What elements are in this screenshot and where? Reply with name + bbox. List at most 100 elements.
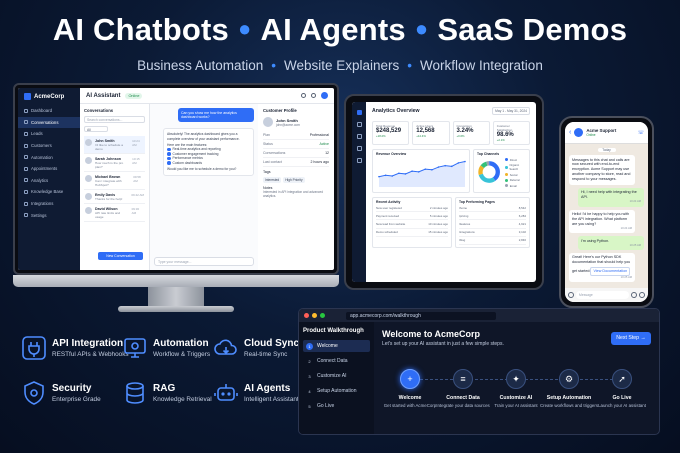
minimize-window-button[interactable] bbox=[312, 313, 317, 318]
sidebar-item[interactable]: Dashboard bbox=[18, 105, 80, 117]
date-range-picker[interactable]: May 1 - May 31, 2024 bbox=[492, 107, 530, 115]
sidebar-item[interactable]: Customers bbox=[18, 140, 80, 152]
legend-label: Organic Search bbox=[509, 163, 520, 172]
chart-icon[interactable] bbox=[356, 146, 362, 151]
step-number: 5 bbox=[308, 403, 311, 409]
monitor-chin bbox=[13, 275, 339, 287]
sidebar-item[interactable]: Leads bbox=[18, 128, 80, 140]
search-input[interactable]: Search conversations... bbox=[84, 116, 145, 123]
kpi-label: Customer Satisfaction bbox=[496, 124, 513, 132]
avatar[interactable] bbox=[321, 92, 328, 99]
nav-icon bbox=[24, 143, 28, 148]
sidebar-item-label: Dashboard bbox=[31, 108, 53, 114]
sidebar-item[interactable]: Automation bbox=[18, 151, 80, 163]
message-input[interactable]: Message bbox=[576, 291, 629, 299]
kpi-label: Conversion bbox=[456, 124, 472, 128]
page-views: 4,921 bbox=[518, 221, 526, 226]
mic-icon[interactable] bbox=[639, 292, 645, 298]
conversation-name: Sarah Johnson bbox=[95, 156, 121, 161]
call-icon[interactable]: ☏ bbox=[637, 129, 644, 136]
documentation-link[interactable]: View Documentation bbox=[590, 267, 631, 277]
flow-step-desc: Get started with AcmeCorp bbox=[383, 403, 437, 408]
feature-subtitle: Enterprise Grade bbox=[52, 396, 101, 403]
feature-title: Cloud Sync bbox=[244, 338, 300, 349]
nav-icon bbox=[24, 178, 28, 183]
add-icon[interactable] bbox=[568, 292, 574, 298]
maximize-window-button[interactable] bbox=[320, 313, 325, 318]
camera-icon[interactable] bbox=[631, 292, 637, 298]
avatar bbox=[85, 174, 92, 182]
nav-icon bbox=[24, 155, 28, 160]
address-bar[interactable]: app.acmecorp.com/walkthrough bbox=[346, 311, 496, 320]
settings-icon[interactable] bbox=[356, 158, 362, 163]
legend-swatch bbox=[505, 158, 509, 162]
message-text: Messages to this chat and calls are now … bbox=[572, 157, 631, 182]
check-icon bbox=[167, 152, 171, 156]
subheadline-part: Workflow Integration bbox=[420, 58, 543, 73]
back-icon[interactable]: ‹ bbox=[569, 129, 572, 136]
sidebar-item[interactable]: Settings bbox=[18, 209, 80, 221]
step-label: Customize AI bbox=[317, 373, 347, 379]
next-step-button[interactable]: Next Step → bbox=[611, 332, 651, 345]
monitor-base bbox=[118, 306, 234, 312]
customer-profile-panel: Customer Profile John Smith john@acme.co… bbox=[258, 104, 334, 270]
users-icon[interactable] bbox=[356, 134, 362, 139]
kpi-value: 98.6% bbox=[496, 132, 514, 138]
chat-panel: Can you show me how the analytics dashbo… bbox=[150, 104, 258, 270]
revenue-point bbox=[464, 160, 466, 163]
sidebar-item[interactable]: Conversations bbox=[18, 116, 80, 129]
contact-name: Acme Support bbox=[586, 128, 617, 133]
feature-subtitle: RESTful APIs & Webhooks bbox=[52, 351, 129, 358]
nav-icon bbox=[24, 166, 28, 171]
brand-name: AcmeCorp bbox=[34, 93, 65, 100]
close-window-button[interactable] bbox=[304, 313, 309, 318]
sidebar-item[interactable]: Knowledge Base bbox=[18, 186, 80, 198]
settings-icon[interactable] bbox=[311, 93, 316, 98]
revenue-line bbox=[378, 161, 466, 178]
sidebar-item[interactable]: Integrations bbox=[18, 198, 80, 210]
message-input[interactable]: Type your message... bbox=[154, 257, 254, 266]
new-conversation-button[interactable]: New Conversation bbox=[98, 252, 143, 260]
revenue-point bbox=[411, 170, 413, 172]
notification-icon[interactable] bbox=[301, 93, 306, 98]
nav-icon bbox=[24, 131, 28, 136]
notes-label: Notes bbox=[263, 186, 273, 190]
subheadline-part: Business Automation bbox=[137, 58, 264, 73]
filter-select[interactable]: All bbox=[84, 126, 108, 132]
chat-icon[interactable] bbox=[356, 122, 362, 127]
dashboard-icon[interactable] bbox=[356, 110, 362, 115]
sidebar-item[interactable]: Analytics bbox=[18, 175, 80, 187]
avatar bbox=[85, 192, 92, 200]
message-time: 10:25 AM bbox=[629, 243, 641, 247]
sparkle-icon: ✦ bbox=[506, 369, 526, 389]
sidebar-item[interactable]: Appointments bbox=[18, 163, 80, 175]
revenue-title: Revenue Overview bbox=[376, 152, 407, 156]
legend-item: Direct bbox=[505, 158, 526, 162]
